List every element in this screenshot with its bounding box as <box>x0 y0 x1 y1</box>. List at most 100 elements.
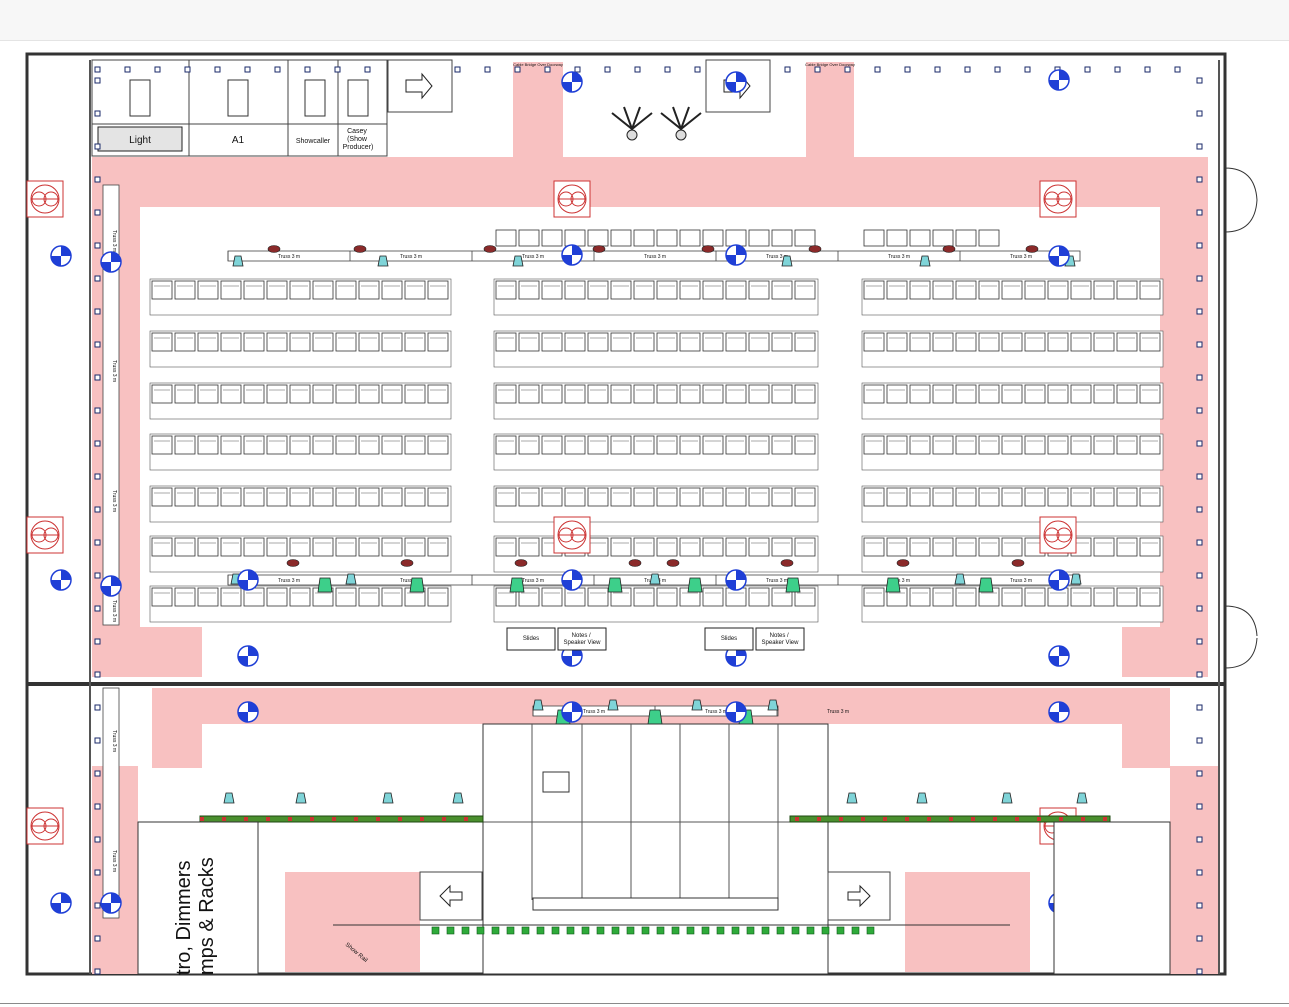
fill-marker-icon <box>101 586 111 596</box>
fill-marker-icon <box>1049 580 1059 590</box>
seat <box>1093 280 1115 300</box>
seat <box>174 384 196 404</box>
stage-edge-leds <box>200 817 1107 935</box>
spot-fixture-icon <box>691 699 703 711</box>
seat <box>955 332 977 352</box>
seat <box>909 384 931 404</box>
seat <box>1047 332 1069 352</box>
stage-led <box>746 926 755 935</box>
seat <box>312 487 334 507</box>
seat <box>1116 280 1138 300</box>
seat <box>679 332 701 352</box>
fill-marker-icon <box>51 903 61 913</box>
led-node <box>927 817 931 821</box>
spot-fixture-icon <box>382 792 394 804</box>
seat <box>863 384 885 404</box>
stage-led <box>431 926 440 935</box>
outlet-marker <box>154 66 161 73</box>
seat <box>381 280 403 300</box>
stage-led <box>761 926 770 935</box>
spot-fixture-icon <box>345 573 357 585</box>
seat <box>955 435 977 455</box>
moving-head-icon <box>611 106 653 132</box>
aisle-lower-right-drop <box>1122 688 1170 768</box>
fill-marker-icon <box>101 262 111 272</box>
seat <box>243 332 265 352</box>
spot-fixture-icon <box>452 792 464 804</box>
seat <box>427 384 449 404</box>
stage-led <box>701 926 710 935</box>
seat <box>220 537 242 557</box>
seat <box>978 280 1000 300</box>
seat <box>358 435 380 455</box>
led-node <box>354 817 358 821</box>
seat <box>564 280 586 300</box>
seat <box>404 332 426 352</box>
seat <box>220 587 242 607</box>
outlet-marker <box>1196 902 1203 909</box>
stage-led <box>551 926 560 935</box>
seat <box>1139 435 1161 455</box>
booth-chair-3 <box>304 79 326 117</box>
seat <box>748 384 770 404</box>
seat <box>955 229 977 247</box>
booth-chair-2 <box>227 79 249 117</box>
seat <box>1093 487 1115 507</box>
seat <box>564 435 586 455</box>
seat <box>702 280 724 300</box>
seat <box>495 487 517 507</box>
seat <box>335 280 357 300</box>
outlet-marker <box>1196 308 1203 315</box>
doors <box>1224 165 1258 669</box>
spot-fixture-icon <box>223 792 235 804</box>
outlet-marker <box>94 737 101 744</box>
spot-fixture-icon <box>781 255 793 267</box>
outlet-marker <box>94 671 101 678</box>
seat <box>358 537 380 557</box>
seat <box>289 537 311 557</box>
seat <box>1024 435 1046 455</box>
wash-fixture-icon <box>509 577 525 593</box>
seat <box>358 280 380 300</box>
aisle-bottom-right-notch <box>1122 627 1208 677</box>
outlet-marker <box>1196 770 1203 777</box>
seat <box>197 332 219 352</box>
seat <box>1116 587 1138 607</box>
par-fixture-icon <box>628 559 642 567</box>
cable-bridge-label-2: Cable Bridge Over Doorway <box>805 62 855 67</box>
seat <box>427 537 449 557</box>
stage-led <box>866 926 875 935</box>
seat <box>748 229 770 247</box>
outlet-marker <box>1196 176 1203 183</box>
seat <box>656 229 678 247</box>
truss-label: Truss 3 m <box>111 490 117 512</box>
screen-notes-left <box>557 627 607 651</box>
seat <box>220 332 242 352</box>
fill-marker-icon <box>51 256 61 266</box>
truss-label: Truss 3 m <box>400 254 422 260</box>
seat <box>587 587 609 607</box>
fill-marker-icon <box>1059 246 1069 256</box>
wash-fixture-icon <box>885 577 901 593</box>
seat <box>518 487 540 507</box>
seat <box>886 435 908 455</box>
outlet-marker <box>124 66 131 73</box>
fill-marker-icon <box>238 656 248 666</box>
seat <box>794 384 816 404</box>
seat <box>748 537 770 557</box>
seat <box>358 384 380 404</box>
seat <box>220 280 242 300</box>
seat <box>541 332 563 352</box>
seat <box>1116 487 1138 507</box>
seat <box>656 487 678 507</box>
seat <box>151 435 173 455</box>
fill-marker-icon <box>1049 712 1059 722</box>
stage-led <box>851 926 860 935</box>
seat <box>174 537 196 557</box>
outlet-marker <box>1196 440 1203 447</box>
fill-marker-icon <box>562 255 572 265</box>
spot-fixture-icon <box>512 255 524 267</box>
seat <box>633 435 655 455</box>
outlet-marker <box>94 539 101 546</box>
seat <box>771 487 793 507</box>
